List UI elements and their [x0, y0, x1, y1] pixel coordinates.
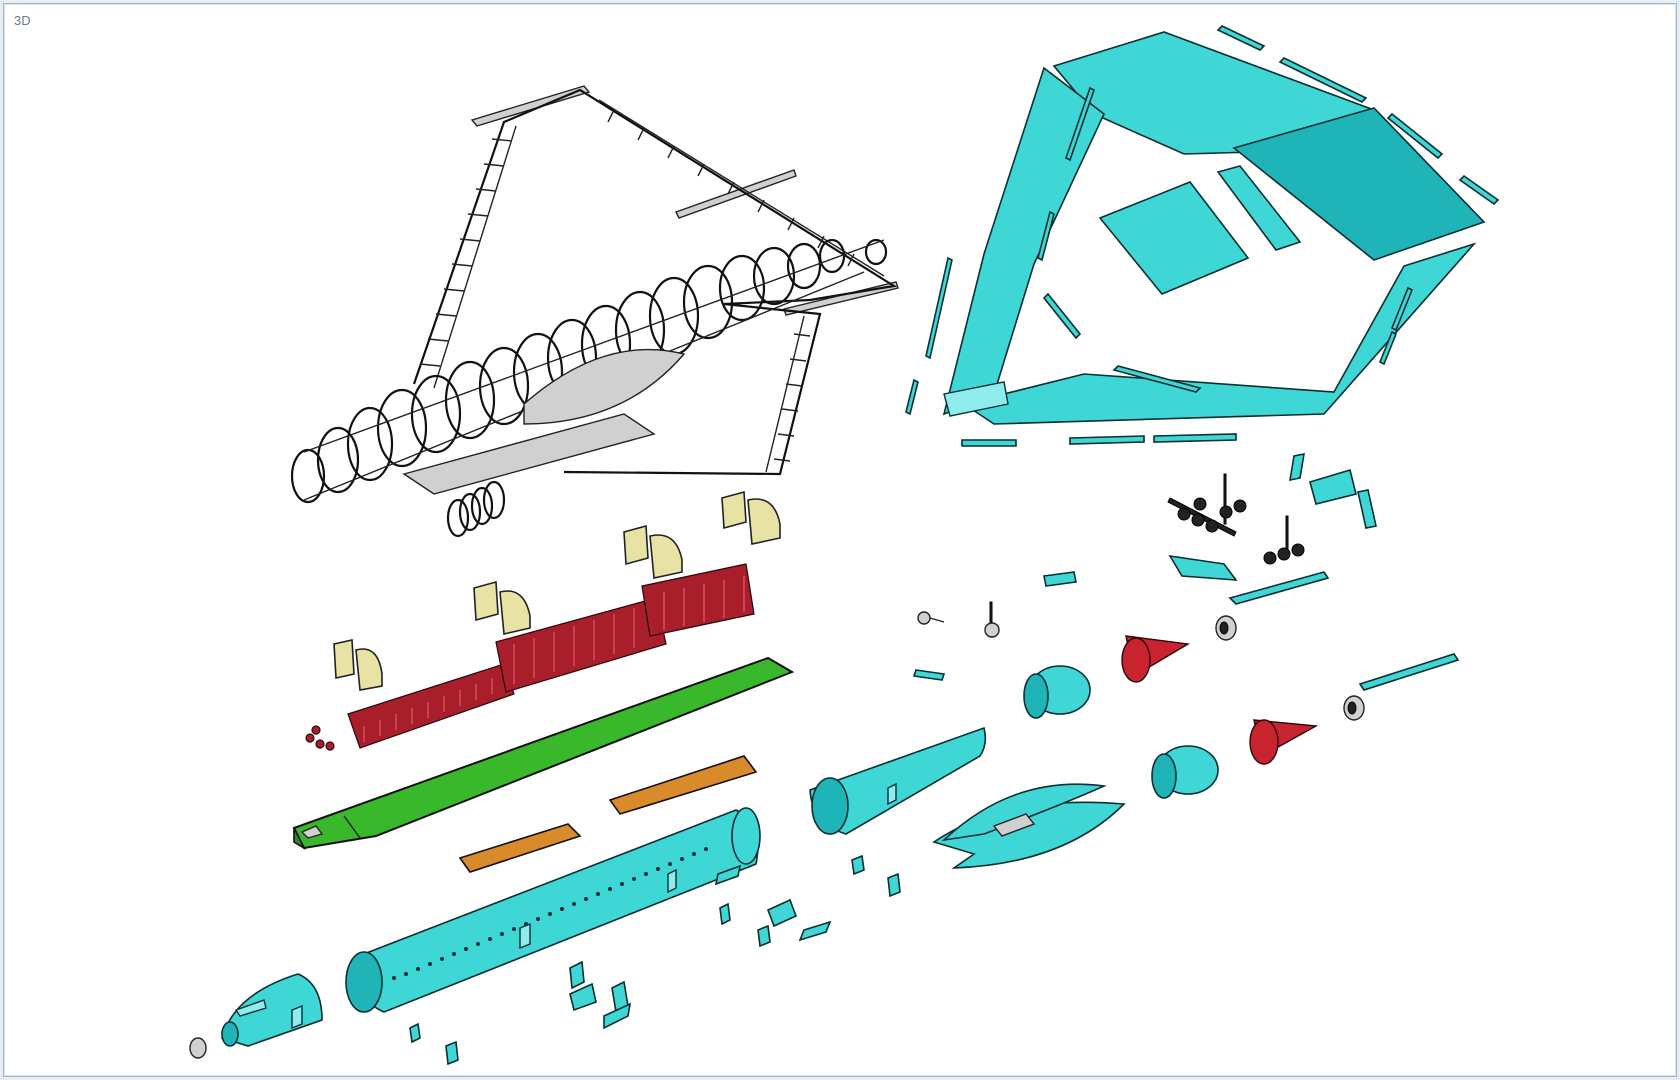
fuselage-stringer-top — [303, 239, 885, 453]
right-wing-trailing-skin — [962, 242, 1477, 425]
passenger-seats[interactable] — [305, 563, 755, 751]
left-wing-ribs — [419, 109, 855, 367]
gear-door — [1043, 571, 1077, 587]
wing-skin-panels[interactable] — [905, 25, 1500, 447]
radome — [189, 1037, 207, 1059]
door-outline-2 — [667, 868, 677, 894]
center-skin-panel — [1098, 181, 1250, 295]
flap-fairing-2 — [1358, 653, 1460, 691]
center-skin-panel-2 — [1216, 165, 1302, 251]
exploded-aircraft-scene[interactable] — [4, 4, 1676, 1076]
fuselage-sections[interactable] — [189, 726, 1126, 1066]
3d-viewport[interactable]: 3D — [3, 3, 1677, 1077]
small-door — [912, 669, 946, 681]
gear-door-2 — [1309, 468, 1357, 505]
crew-seats — [305, 725, 335, 751]
flap-fairing-1 — [1228, 571, 1330, 605]
left-wing-spar — [433, 125, 517, 389]
main-gear-left — [1167, 473, 1247, 537]
door-outline — [519, 922, 531, 950]
engine-frame-rings — [446, 480, 506, 538]
wing-root-fairing — [943, 381, 1009, 417]
spoiler-strips — [905, 25, 1500, 447]
gear-door-4 — [1289, 452, 1305, 482]
nose-section — [221, 973, 323, 1047]
cabin-windows — [392, 847, 708, 980]
right-wing-spar — [765, 315, 805, 473]
nose-door — [291, 1004, 303, 1030]
wing-leading-edge-right — [675, 169, 797, 219]
cockpit-windows — [234, 999, 267, 1017]
galley-lavatory-modules[interactable] — [333, 490, 781, 691]
center-wing-box — [523, 348, 686, 425]
cargo-floor-panels[interactable] — [458, 755, 758, 873]
engines[interactable] — [1023, 615, 1365, 799]
main-gear-right — [1263, 515, 1305, 565]
right-wing-ribs — [773, 333, 811, 462]
gear-door-3 — [1357, 489, 1377, 529]
engine-left — [1023, 615, 1237, 719]
left-wing-spar-2 — [598, 99, 885, 277]
seat-row-ticks — [363, 576, 745, 742]
floor-cutout — [300, 825, 324, 839]
cabin-floor[interactable] — [292, 656, 795, 851]
nose-gear — [917, 601, 1000, 638]
wing-leading-edge — [470, 85, 591, 127]
view-mode-label: 3D — [14, 13, 31, 28]
landing-gear-assembly[interactable] — [912, 452, 1460, 691]
left-wing-leading-flap — [1232, 107, 1486, 261]
left-wing-frame — [412, 88, 898, 385]
floor-beam-grid — [402, 413, 656, 495]
gear-bay-fairing — [1168, 554, 1238, 581]
access-panels — [409, 854, 901, 1066]
engine-right — [1151, 695, 1365, 799]
airframe-wireframe[interactable] — [290, 85, 899, 538]
